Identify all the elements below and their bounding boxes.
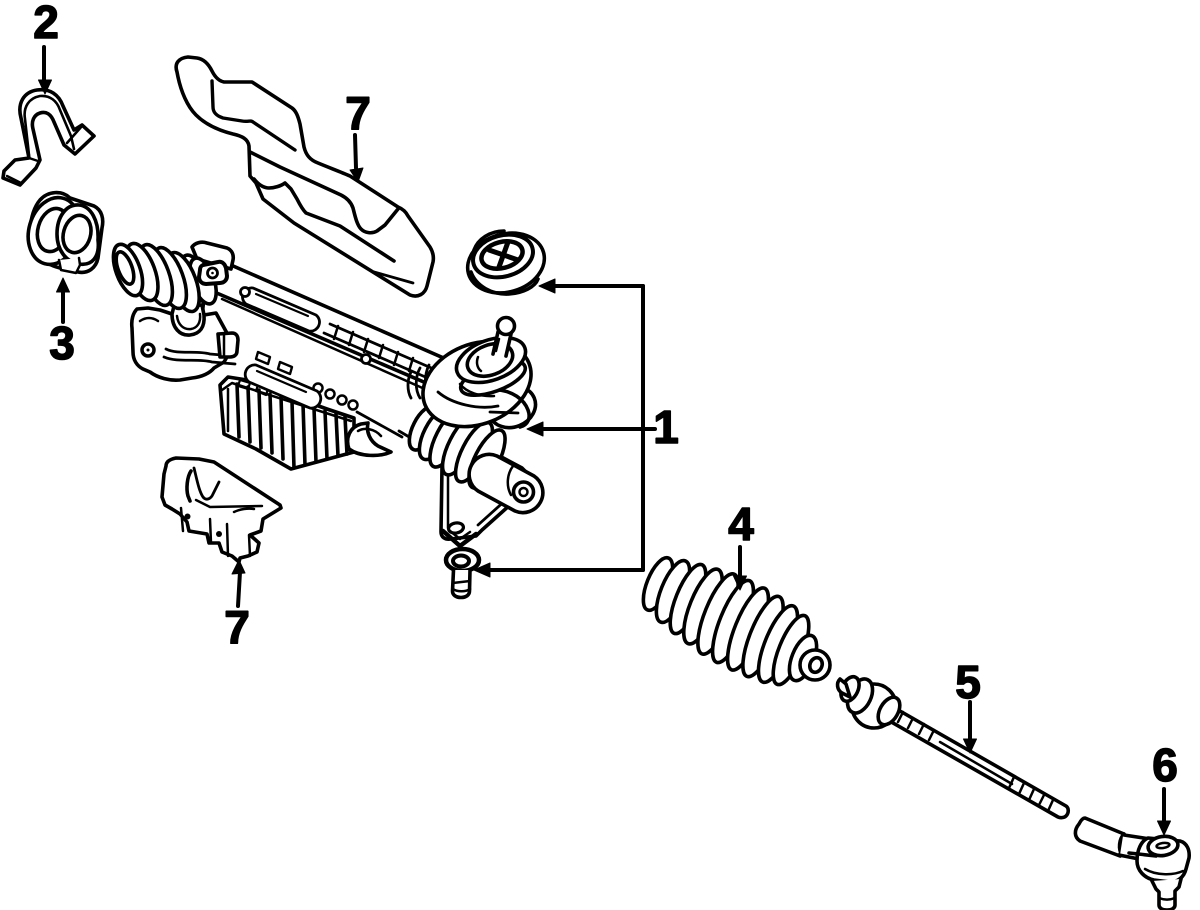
svg-text:7: 7 bbox=[345, 87, 371, 139]
svg-text:4: 4 bbox=[728, 498, 754, 550]
svg-text:5: 5 bbox=[955, 656, 981, 708]
svg-text:2: 2 bbox=[33, 0, 59, 48]
svg-text:7: 7 bbox=[224, 601, 250, 653]
svg-text:1: 1 bbox=[653, 401, 679, 453]
svg-text:3: 3 bbox=[49, 317, 75, 369]
svg-text:6: 6 bbox=[1152, 739, 1178, 791]
